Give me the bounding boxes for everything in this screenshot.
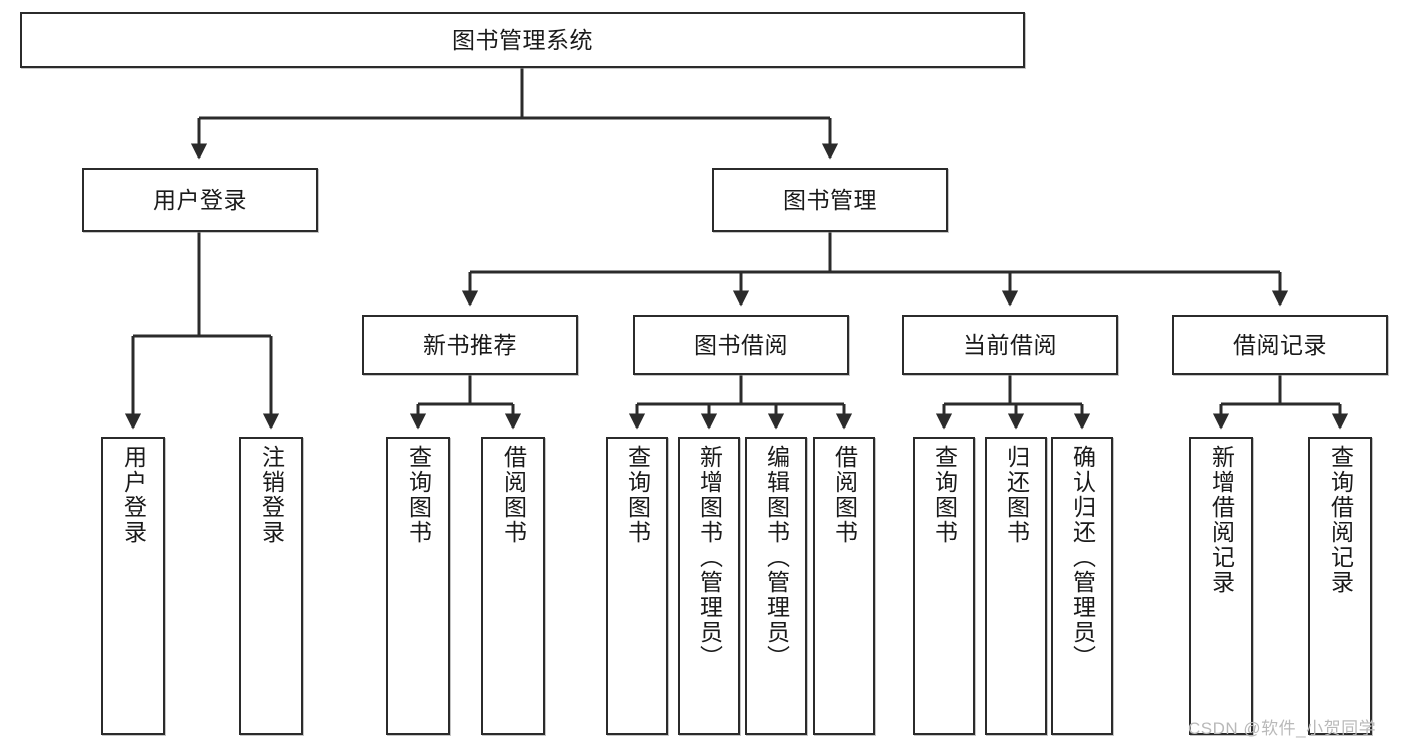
node-leaf-borrow-book-2[interactable]: 借阅图书 — [813, 437, 875, 735]
node-new-book-recommend-label: 新书推荐 — [423, 331, 517, 358]
node-user-login[interactable]: 用户登录 — [82, 168, 318, 232]
node-leaf-return-book-label: 归还图书 — [1003, 445, 1030, 545]
node-leaf-add-record[interactable]: 新增借阅记录 — [1189, 437, 1253, 735]
node-leaf-borrow-book-1-label: 借阅图书 — [500, 445, 527, 545]
node-leaf-query-book-2-label: 查询图书 — [624, 445, 651, 545]
node-leaf-query-book-1[interactable]: 查询图书 — [386, 437, 450, 735]
node-new-book-recommend[interactable]: 新书推荐 — [362, 315, 578, 375]
node-root[interactable]: 图书管理系统 — [20, 12, 1025, 68]
node-leaf-borrow-book-2-label: 借阅图书 — [831, 445, 858, 545]
node-leaf-query-record-label: 查询借阅记录 — [1327, 445, 1354, 595]
node-leaf-edit-book[interactable]: 编辑图书（管理员） — [745, 437, 807, 735]
node-leaf-logout[interactable]: 注销登录 — [239, 437, 303, 735]
node-leaf-edit-book-label: 编辑图书（管理员） — [763, 445, 790, 670]
node-book-manage-label: 图书管理 — [783, 186, 877, 213]
node-leaf-query-book-3[interactable]: 查询图书 — [913, 437, 975, 735]
node-root-label: 图书管理系统 — [452, 26, 593, 53]
node-current-borrow-label: 当前借阅 — [963, 331, 1057, 358]
node-leaf-add-book[interactable]: 新增图书（管理员） — [678, 437, 740, 735]
node-leaf-query-record[interactable]: 查询借阅记录 — [1308, 437, 1372, 735]
node-leaf-logout-label: 注销登录 — [258, 445, 285, 545]
node-leaf-user-login-label: 用户登录 — [120, 445, 147, 545]
node-leaf-query-book-2[interactable]: 查询图书 — [606, 437, 668, 735]
node-leaf-borrow-book-1[interactable]: 借阅图书 — [481, 437, 545, 735]
node-leaf-return-book[interactable]: 归还图书 — [985, 437, 1047, 735]
node-leaf-query-book-1-label: 查询图书 — [405, 445, 432, 545]
node-leaf-add-book-label: 新增图书（管理员） — [696, 445, 723, 670]
node-book-borrow-label: 图书借阅 — [694, 331, 788, 358]
node-current-borrow[interactable]: 当前借阅 — [902, 315, 1118, 375]
node-borrow-record-label: 借阅记录 — [1233, 331, 1327, 358]
node-book-borrow[interactable]: 图书借阅 — [633, 315, 849, 375]
node-leaf-confirm-return-label: 确认归还（管理员） — [1069, 445, 1096, 670]
node-borrow-record[interactable]: 借阅记录 — [1172, 315, 1388, 375]
watermark: CSDN @软件_小贺同学 — [1188, 719, 1377, 738]
node-book-manage[interactable]: 图书管理 — [712, 168, 948, 232]
node-leaf-query-book-3-label: 查询图书 — [931, 445, 958, 545]
node-leaf-add-record-label: 新增借阅记录 — [1208, 445, 1235, 595]
node-leaf-confirm-return[interactable]: 确认归还（管理员） — [1051, 437, 1113, 735]
node-user-login-label: 用户登录 — [153, 186, 247, 213]
node-leaf-user-login[interactable]: 用户登录 — [101, 437, 165, 735]
